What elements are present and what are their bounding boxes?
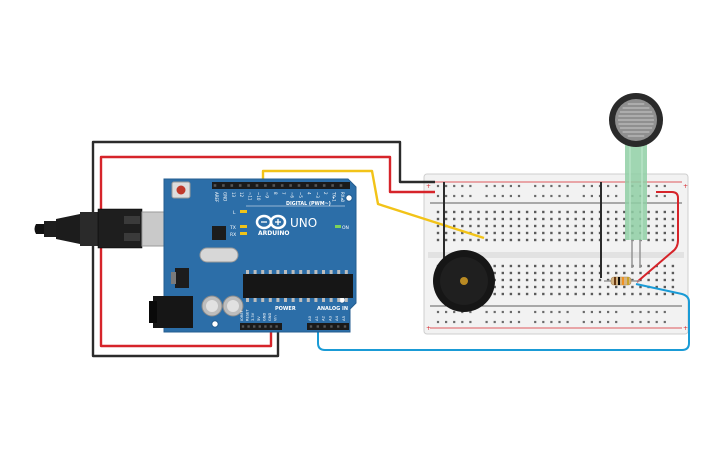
power-pin-label: 3.3V — [251, 312, 255, 321]
analog-pin-label: A3 — [327, 315, 332, 321]
arduino-logo — [255, 214, 287, 230]
capacitor-left — [201, 295, 223, 317]
analog-pin-label: A4 — [334, 315, 339, 321]
wire-signal-yellow[interactable] — [261, 169, 485, 240]
analog-pin-label: A1 — [314, 315, 319, 321]
status-leds — [240, 210, 341, 235]
piezo-buzzer[interactable] — [433, 250, 495, 312]
analog-pin-label: A2 — [321, 315, 326, 321]
power-pin-label: 5V — [257, 316, 261, 321]
digital-pin-label: ~6 — [290, 192, 295, 198]
power-pin-label: IOREF — [240, 310, 244, 321]
analog-pin-header[interactable] — [307, 323, 349, 330]
power-pin-label: RESET — [246, 309, 250, 321]
rail-plus-minus-marks: + + + + — [426, 183, 688, 332]
digital-pin-label: GND — [222, 192, 227, 201]
svg-text:+: + — [426, 325, 431, 332]
power-pin-label: Vin — [274, 315, 278, 321]
digital-pin-label: ~3 — [315, 192, 320, 198]
svg-text:+: + — [426, 183, 431, 190]
digital-pin-label: ~10 — [256, 192, 261, 201]
arduino-logo-marks — [261, 219, 281, 225]
wire-gnd-black[interactable] — [91, 140, 435, 358]
usb-cable[interactable] — [34, 208, 143, 249]
atmega-chip — [243, 270, 353, 302]
wire-rail-red-right[interactable] — [636, 191, 679, 283]
power-label: POWER — [275, 306, 296, 312]
digital-pin-label: 7 — [281, 192, 286, 195]
digital-label: DIGITAL (PWM~) — [286, 201, 331, 207]
power-pin-label: GND — [268, 313, 272, 321]
svg-text:+: + — [683, 325, 688, 332]
wire-analog-blue[interactable] — [317, 283, 690, 351]
voltage-regulator — [175, 268, 189, 288]
capacitor-right — [222, 295, 244, 317]
led-label-l: L — [233, 210, 236, 216]
resistor[interactable] — [604, 276, 640, 286]
digital-pin-label: 8 — [273, 192, 278, 195]
crystal-oscillator — [199, 247, 239, 263]
digital-pin-label: ~11 — [248, 192, 253, 201]
on-label: ON — [342, 225, 349, 231]
digital-pin-label: RX◂0 — [340, 192, 345, 203]
digital-pin-label: ~5 — [298, 192, 303, 198]
reset-button[interactable] — [171, 181, 191, 199]
led-label-rx: RX — [230, 232, 236, 238]
digital-pin-label: 13 — [231, 192, 236, 198]
analog-label: ANALOG IN — [317, 306, 348, 312]
usb-chip — [212, 226, 226, 240]
digital-pin-label: AREF — [214, 192, 219, 203]
regulator-tab — [171, 272, 176, 284]
force-sensor[interactable] — [609, 93, 663, 268]
analog-pin-label: A5 — [341, 315, 346, 321]
digital-pin-label: 2 — [323, 192, 328, 195]
led-label-tx: TX — [229, 225, 236, 231]
digital-pin-header[interactable] — [212, 182, 350, 189]
dc-power-jack[interactable] — [149, 296, 193, 328]
digital-pin-label: TX▸1 — [332, 191, 337, 202]
analog-pin-label: A0 — [307, 315, 312, 321]
model-label: UNO — [290, 216, 317, 230]
digital-pin-label: ~9 — [264, 192, 269, 198]
svg-text:+: + — [683, 183, 688, 190]
digital-pin-label: 4 — [306, 192, 311, 195]
digital-pin-label: 12 — [239, 192, 244, 198]
wire-5v-red[interactable] — [99, 155, 435, 348]
power-pin-label: GND — [262, 313, 266, 321]
brand-label: ARDUINO — [258, 230, 289, 237]
